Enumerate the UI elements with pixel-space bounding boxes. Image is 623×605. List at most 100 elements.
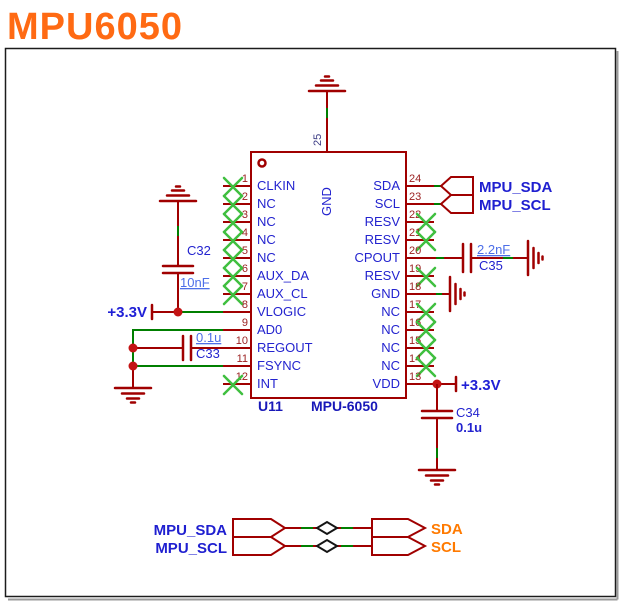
pin-25[interactable]: 25 GND	[312, 122, 334, 216]
net-mpu-sda-scl-top: MPU_SDA MPU_SCL	[434, 176, 553, 214]
pin-label: INT	[257, 376, 278, 391]
power-rail-3v3-right[interactable]: +3.3V	[454, 375, 501, 394]
port-label-mpu-scl: MPU_SCL	[479, 197, 551, 214]
gnd-symbol-icon[interactable]	[307, 75, 347, 93]
capacitor-c34[interactable]: C34 0.1u	[420, 384, 482, 470]
no-connect-icon	[222, 284, 244, 306]
pin-number: 22	[409, 209, 421, 221]
pin-12[interactable]: 12 INT	[222, 371, 278, 396]
port-mpu-sda[interactable]	[232, 518, 287, 538]
pin-label: SCL	[375, 196, 400, 211]
pin-1[interactable]: 1 CLKIN	[222, 173, 295, 198]
pin-5[interactable]: 5 NC	[222, 245, 276, 270]
pin-4[interactable]: 4 NC	[222, 227, 276, 252]
power-rail-3v3-left[interactable]: +3.3V	[107, 303, 223, 321]
cap-value: 2.2nF	[477, 242, 510, 257]
no-connect-icon	[415, 266, 437, 288]
pin-3[interactable]: 3 NC	[222, 209, 276, 234]
gnd-symbol-icon[interactable]	[448, 275, 466, 313]
sheet-border	[4, 47, 619, 601]
capacitor-c32[interactable]: C32 10nF	[158, 185, 211, 313]
gnd-symbol-icon[interactable]	[417, 468, 457, 486]
no-connect-icon	[415, 338, 437, 360]
pin-number: 14	[409, 353, 421, 365]
pin-number: 6	[242, 263, 248, 275]
pin-label: RESV	[365, 268, 401, 283]
no-connect-icon	[222, 374, 244, 396]
pin-number: 15	[409, 335, 421, 347]
pin-18[interactable]: 18 GND	[371, 281, 434, 301]
pin-label: VDD	[373, 376, 400, 391]
gnd-symbol-icon[interactable]	[526, 239, 544, 277]
pin-label: GND	[319, 187, 334, 216]
cap-ref: C35	[479, 258, 503, 273]
pin-15[interactable]: 15 NC	[381, 335, 437, 360]
pin-number: 1	[242, 173, 248, 185]
pin-8[interactable]: 8 VLOGIC	[223, 299, 306, 319]
pin-17[interactable]: 17 NC	[381, 299, 437, 324]
pin-label: REGOUT	[257, 340, 313, 355]
pin-label: NC	[257, 232, 276, 247]
port-scl[interactable]	[371, 536, 428, 556]
pin-16[interactable]: 16 NC	[381, 317, 437, 342]
pin-number: 16	[409, 317, 421, 329]
pin-9[interactable]: 9 AD0	[223, 317, 282, 337]
pin-23[interactable]: 23 SCL	[375, 191, 434, 211]
pin-24[interactable]: 24 SDA	[373, 173, 434, 193]
gnd-symbol-icon[interactable]	[158, 185, 198, 203]
capacitor-c35[interactable]: 2.2nF C35	[434, 239, 544, 277]
pin-label: NC	[381, 322, 400, 337]
pin-11[interactable]: 11 FSYNC	[223, 353, 301, 373]
ic-mpu6050[interactable]: U11 MPU-6050 25 GND 1 CLKIN 2 NC 3 NC	[222, 122, 437, 414]
no-connect-icon	[222, 194, 244, 216]
ic-body[interactable]	[250, 151, 407, 399]
capacitor-c33[interactable]: 0.1u C33	[181, 330, 221, 362]
pin-label: NC	[257, 214, 276, 229]
cap-value: 10nF	[180, 275, 210, 290]
pin-number: 10	[236, 335, 248, 347]
no-connect-icon	[415, 320, 437, 342]
no-connect-icon	[222, 248, 244, 270]
pin-label: NC	[381, 358, 400, 373]
pin-label: AUX_DA	[257, 268, 309, 283]
pin-21[interactable]: 21 RESV	[365, 227, 437, 252]
port-mpu-sda[interactable]	[439, 176, 474, 196]
net-tie-icon[interactable]	[315, 538, 339, 554]
pin-number: 2	[242, 191, 248, 203]
pin-7[interactable]: 7 AUX_CL	[222, 281, 308, 306]
pin-number: 19	[409, 263, 421, 275]
port-label-mpu-scl: MPU_SCL	[155, 540, 227, 557]
port-sda[interactable]	[371, 518, 428, 538]
pin-13[interactable]: 13 VDD	[373, 371, 434, 391]
pin-number: 3	[242, 209, 248, 221]
no-connect-icon	[415, 302, 437, 324]
gnd-symbol-icon[interactable]	[113, 386, 153, 404]
net-tie-icon[interactable]	[315, 520, 339, 536]
no-connect-icon	[222, 176, 244, 198]
pin-label: CPOUT	[355, 250, 401, 265]
port-label-scl: SCL	[431, 539, 461, 556]
pin-22[interactable]: 22 RESV	[365, 209, 437, 234]
ic-refdes: U11	[258, 398, 283, 414]
pin-20[interactable]: 20 CPOUT	[355, 245, 435, 265]
pin-label: NC	[381, 340, 400, 355]
pin-14[interactable]: 14 NC	[381, 353, 437, 378]
net-tie-sda: MPU_SDA SDA	[154, 518, 463, 539]
pin-6[interactable]: 6 AUX_DA	[222, 263, 309, 288]
pin-number: 13	[409, 371, 421, 383]
pin-2[interactable]: 2 NC	[222, 191, 276, 216]
port-mpu-scl[interactable]	[439, 194, 474, 214]
port-label-mpu-sda: MPU_SDA	[479, 179, 553, 196]
pin-19[interactable]: 19 RESV	[365, 263, 437, 288]
no-connect-icon	[415, 212, 437, 234]
ic-part-number: MPU-6050	[311, 398, 378, 414]
pin-label: NC	[381, 304, 400, 319]
pin-number: 5	[242, 245, 248, 257]
power-label: +3.3V	[461, 377, 501, 394]
pin-10[interactable]: 10 REGOUT	[223, 335, 313, 355]
cap-value: 0.1u	[196, 330, 221, 345]
port-mpu-scl[interactable]	[232, 536, 287, 556]
net-gnd-top	[307, 75, 347, 122]
pin-label: CLKIN	[257, 178, 295, 193]
pin-label: VLOGIC	[257, 304, 306, 319]
